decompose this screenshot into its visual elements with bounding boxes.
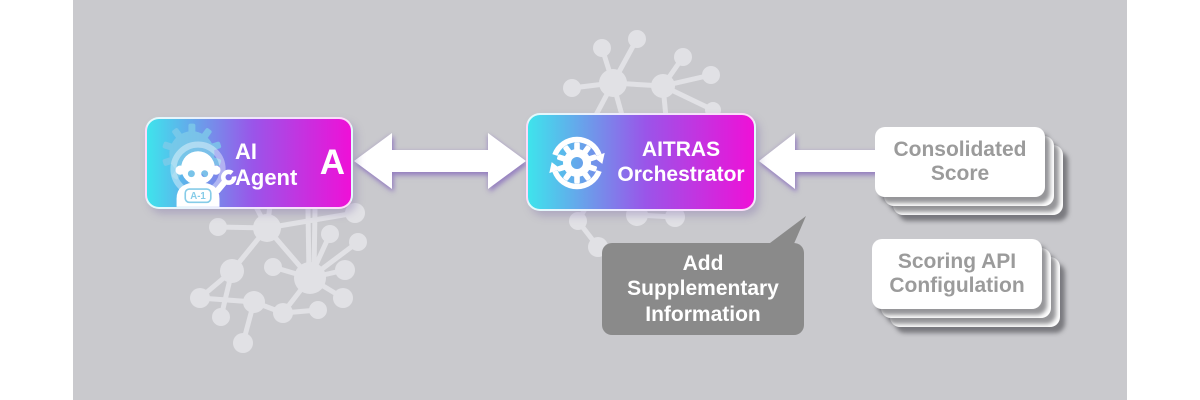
robot-badge: A-1 bbox=[190, 191, 206, 202]
agent-label: AI Agent bbox=[235, 139, 298, 190]
ai-agent-box: A-1 AI Agent A bbox=[145, 117, 353, 209]
agent-variant-letter: A bbox=[319, 143, 345, 182]
bubble-line3: Information bbox=[645, 302, 761, 326]
card-scoring-api: Scoring API Configulation bbox=[872, 239, 1042, 309]
bubble-line1: Add bbox=[682, 251, 724, 275]
network-decoration bbox=[190, 30, 721, 353]
bubble-line2: Supplementary bbox=[627, 277, 779, 301]
orchestrator-title-line2: Orchestrator bbox=[617, 163, 745, 186]
wrench-icon bbox=[214, 169, 237, 194]
gear-sync-icon bbox=[549, 136, 605, 190]
bidirectional-arrow-icon bbox=[354, 133, 526, 189]
card-text-line1: Scoring API bbox=[897, 250, 1017, 274]
card-consolidated-score: Consolidated Score bbox=[875, 127, 1045, 197]
left-arrow-icon bbox=[759, 133, 880, 189]
card-text-line1: Consolidated bbox=[893, 138, 1027, 162]
card-text-line2: Configulation bbox=[889, 274, 1025, 297]
card-stack-scoring-api: Scoring API Configulation bbox=[872, 239, 1082, 349]
card-stack-consolidated-score: Consolidated Score bbox=[875, 127, 1085, 237]
badge-frame bbox=[184, 188, 212, 204]
robot-head bbox=[175, 151, 221, 185]
orchestrator-title-line1: AITRAS bbox=[641, 137, 721, 161]
robot-body bbox=[176, 182, 220, 207]
robot-agent-icon: A-1 bbox=[162, 123, 237, 207]
speech-bubble-tail bbox=[766, 216, 806, 246]
speech-bubble: Add Supplementary Information bbox=[602, 243, 804, 335]
orchestrator-box: AITRAS Orchestrator bbox=[526, 113, 756, 211]
card-text-line2: Score bbox=[930, 162, 990, 185]
